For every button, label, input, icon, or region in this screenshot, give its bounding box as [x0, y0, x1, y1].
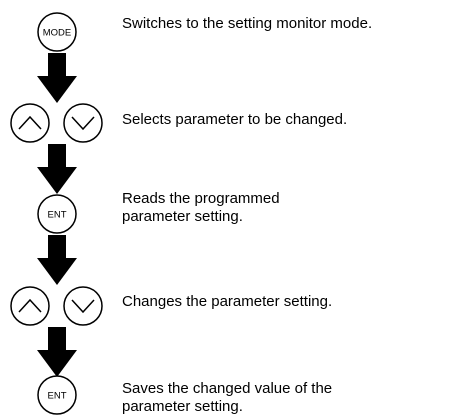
- step-1: MODE: [37, 12, 77, 52]
- enter-key-label: ENT: [48, 391, 67, 402]
- enter-key-icon[interactable]: [37, 194, 77, 234]
- flow-arrow-4: [37, 327, 77, 377]
- enter-key-label: ENT: [48, 210, 67, 221]
- up-chevron-icon: [18, 298, 42, 313]
- step-4: [10, 286, 103, 326]
- down-arrow-key-icon[interactable]: [63, 286, 103, 326]
- step-5: ENT: [37, 375, 77, 415]
- step-5-description: Saves the changed value of the parameter…: [122, 380, 333, 415]
- down-chevron-icon: [71, 299, 95, 314]
- step-2-description: Selects parameter to be changed.: [122, 111, 348, 128]
- step-3-description: Reads the programmed parameter setting.: [122, 190, 280, 225]
- down-arrow-key-icon[interactable]: [63, 103, 103, 143]
- up-chevron-icon: [18, 115, 42, 130]
- mode-key-icon[interactable]: [37, 12, 77, 52]
- enter-key-icon[interactable]: [37, 375, 77, 415]
- up-arrow-key-icon[interactable]: [10, 103, 50, 143]
- step-4-description: Changes the parameter setting.: [122, 293, 333, 310]
- step-1-description: Switches to the setting monitor mode.: [122, 15, 373, 32]
- flow-arrow-3: [37, 235, 77, 285]
- flow-arrow-2: [37, 144, 77, 194]
- step-2: [10, 103, 103, 143]
- up-arrow-key-icon[interactable]: [10, 286, 50, 326]
- mode-key-label: MODE: [43, 28, 72, 39]
- flow-arrow-1: [37, 53, 77, 103]
- down-chevron-icon: [71, 116, 95, 131]
- step-3: ENT: [37, 194, 77, 234]
